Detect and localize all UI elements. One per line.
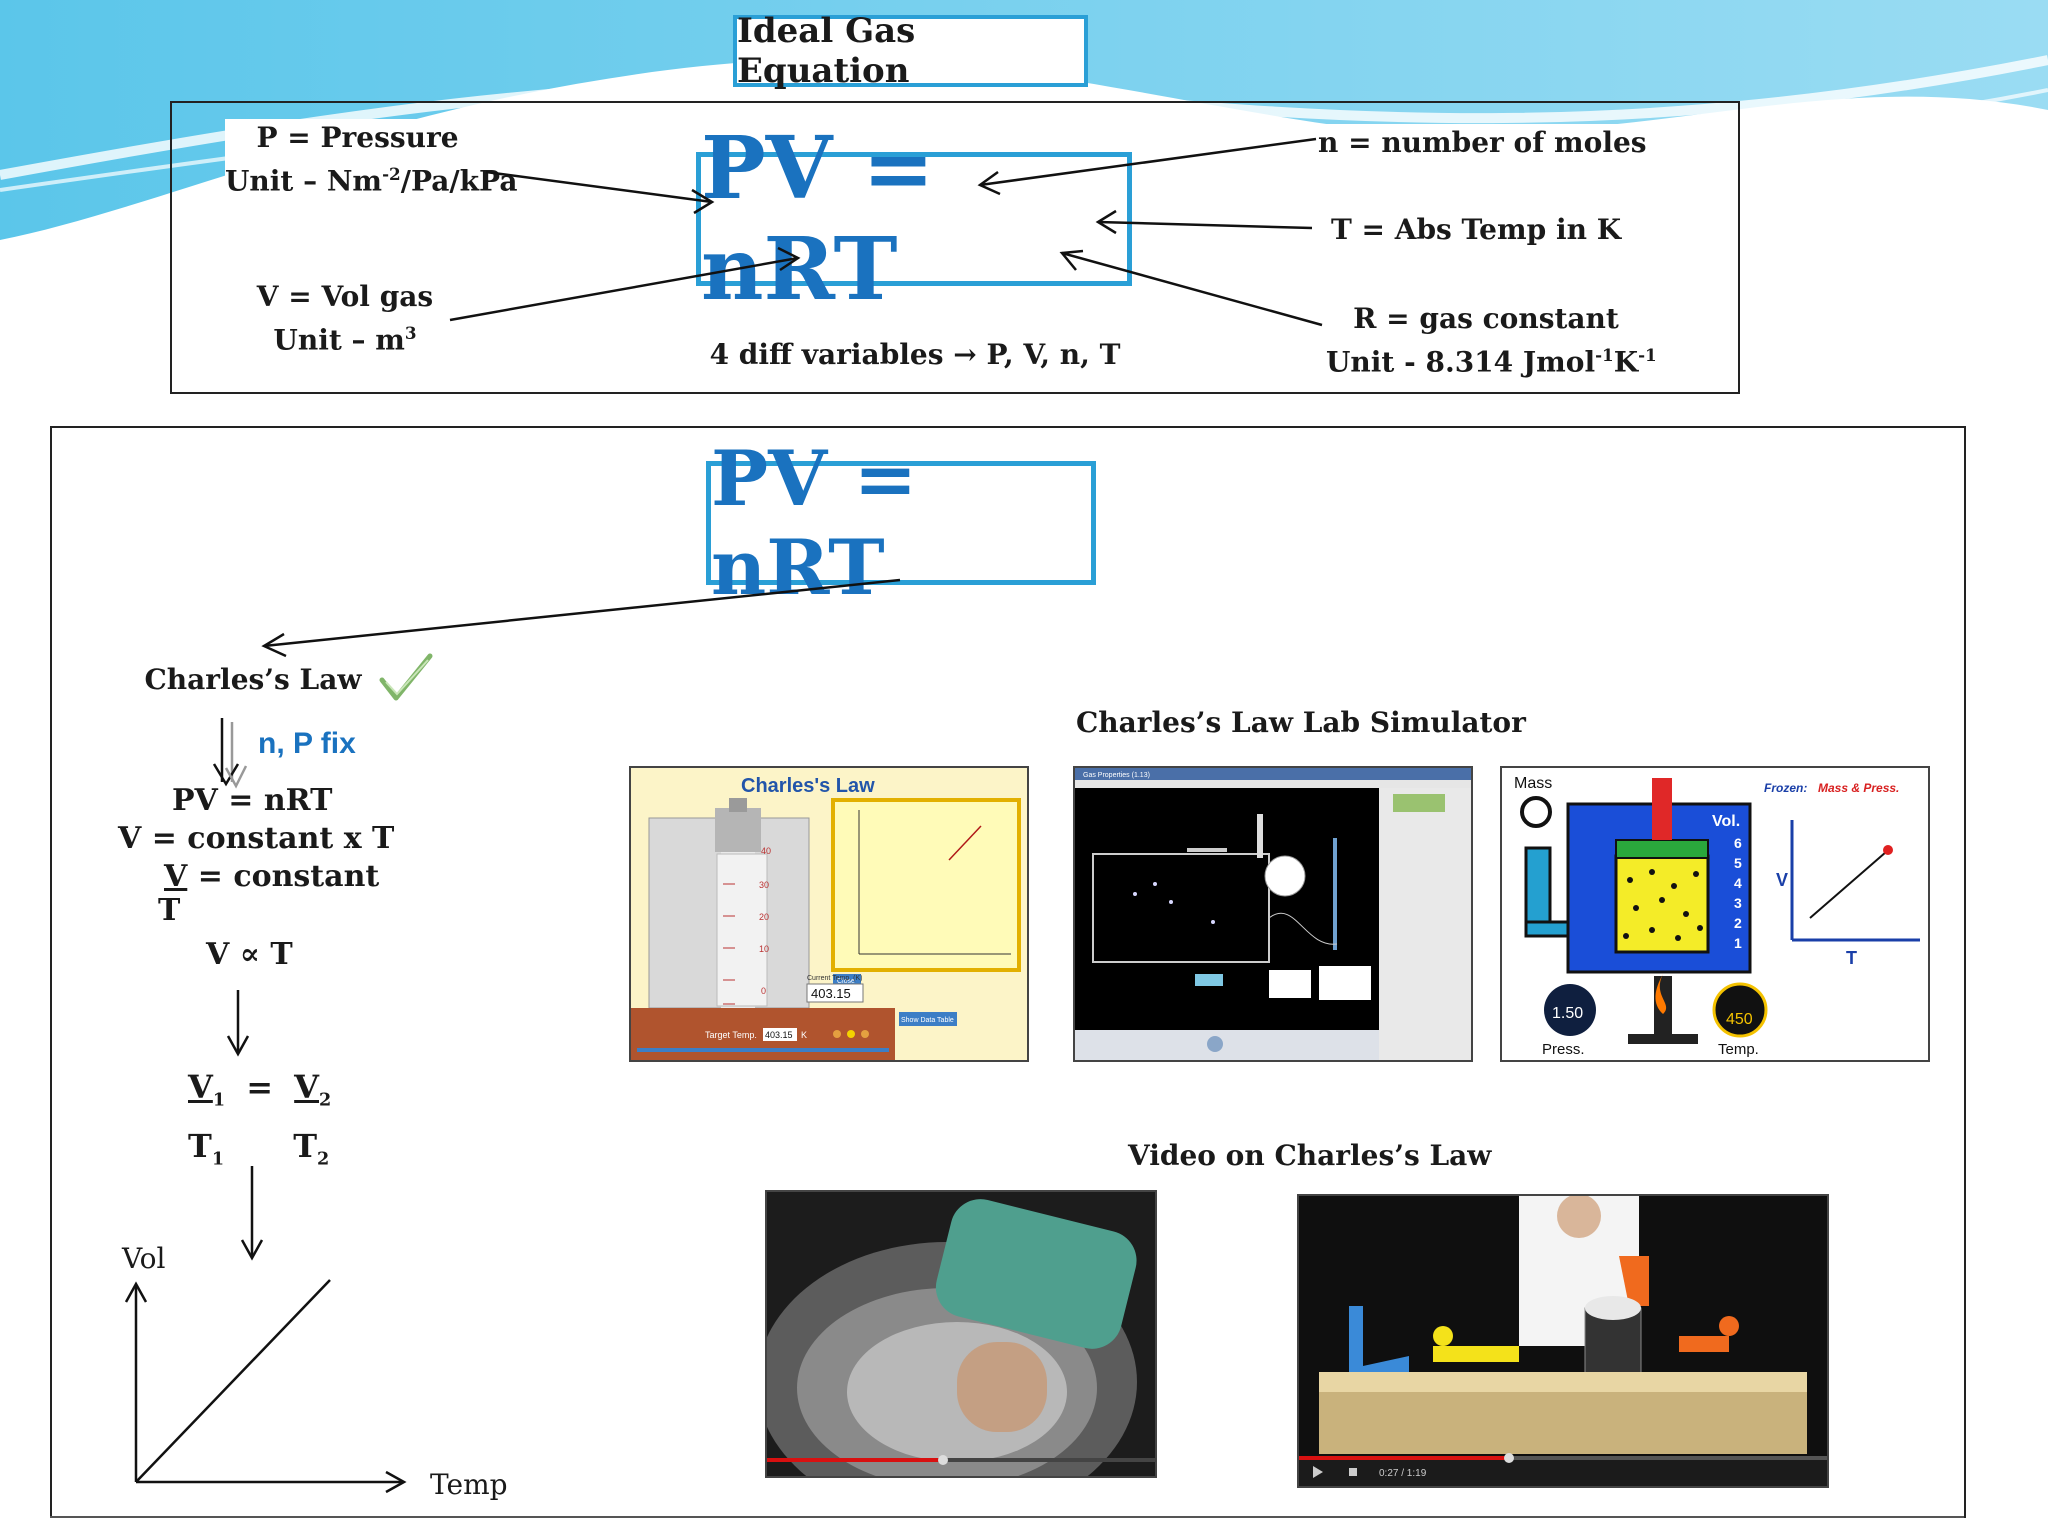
step-v-over-t: V = constant [164, 859, 380, 894]
slide-title: Ideal Gas Equation [733, 11, 1088, 91]
video-heading: Video on Charles’s Law [1128, 1128, 1491, 1184]
thumb1-title: Charles's Law [741, 775, 875, 797]
thumb1-show-data-table: Show Data Table [901, 1017, 954, 1024]
thumb2-window-title: Gas Properties (1.13) [1083, 772, 1150, 779]
graph-x-label: Temp [430, 1468, 508, 1501]
thumb3-scale-5: 5 [1734, 855, 1742, 871]
video2-time: 0:27 / 1:19 [1379, 1468, 1427, 1479]
gas-constant-label: R = gas constant Unit - 8.314 Jmol-1K-1 [1326, 300, 1657, 379]
thumb3-mass: Mass [1514, 775, 1552, 792]
thumb3-frozen: Frozen: [1764, 781, 1807, 795]
thumb3-temp-value: 450 [1726, 1011, 1753, 1028]
thumb1-scale-30: 30 [759, 880, 769, 890]
thumb3-scale-6: 6 [1734, 835, 1742, 851]
thumb3-scale-3: 3 [1734, 895, 1742, 911]
charles-law-label: Charles’s Law [136, 650, 370, 710]
thumb3-v: V [1776, 870, 1788, 890]
variables-label: 4 diff variables → P, V, n, T [690, 326, 1140, 380]
thumb1-scale-10: 10 [759, 944, 769, 954]
thumb3-temp: Temp. [1718, 1041, 1759, 1058]
step-v-constant-t: V = constant x T [118, 821, 395, 856]
thumb1-current-temp: 403.15 [811, 986, 851, 1001]
thumb1-scale-20: 20 [759, 912, 769, 922]
thumb1-close: Close [837, 978, 855, 985]
moles-label: n = number of moles [1318, 124, 1658, 164]
derivation-steps: PV = nRT V = constant x T V = constant T… [82, 782, 404, 998]
video-thumbnail-soap[interactable] [765, 1190, 1157, 1478]
gas-constant-unit: Unit - 8.314 Jmol-1K-1 [1326, 345, 1657, 379]
thumb3-scale-2: 2 [1734, 915, 1742, 931]
step-pv-nrt: PV = nRT [172, 783, 333, 818]
bottom-panel-frame [50, 426, 1966, 1518]
thumb3-vol: Vol. [1712, 813, 1740, 830]
thumb1-current-temp-label: Current Temp. (K) [807, 975, 863, 982]
pressure-text: P = Pressure [256, 121, 459, 154]
thumb1-target-label: Target Temp. [705, 1030, 757, 1040]
main-equation: PV = nRT [701, 118, 935, 320]
ratio-equation: V1 = V2 T1 T2 [172, 1064, 332, 1176]
thumb1-target-unit: K [801, 1030, 807, 1040]
pressure-unit: Unit – Nm-2/Pa/kPa [225, 164, 518, 198]
gas-properties-simulation-thumbnail[interactable]: Gas Properties (1.13) [1073, 766, 1473, 1062]
bottom-rule [50, 1516, 1964, 1518]
vol-temp-graph [124, 1279, 407, 1494]
thumb3-press: Press. [1542, 1041, 1585, 1058]
volume-text: V = Vol gas [256, 280, 434, 313]
gas-constant-text: R = gas constant [1353, 302, 1619, 335]
step-proportional: V ∝ T [206, 937, 293, 972]
charles-apparatus-thumbnail[interactable]: Mass Frozen: Mass & Press. Vol. 6 5 4 3 … [1500, 766, 1930, 1062]
temperature-label: T = Abs Temp in K [1316, 203, 1636, 257]
thumb3-press-value: 1.50 [1552, 1005, 1583, 1022]
top-panel-frame [170, 101, 1740, 394]
thumb3-scale-4: 4 [1734, 875, 1742, 891]
graph-y-label: Vol [122, 1242, 166, 1275]
volume-label: V = Vol gas Unit – m3 [238, 272, 452, 358]
fixed-variables-label: n, P fix [258, 727, 356, 760]
check-icon [379, 653, 433, 701]
thumb3-scale-1: 1 [1734, 935, 1742, 951]
volume-unit: Unit – m3 [273, 323, 417, 357]
video-thumbnail-balloons[interactable]: 0:27 / 1:19 [1297, 1194, 1829, 1488]
top-arrows [449, 137, 1323, 327]
step-t-denominator: T [158, 893, 181, 928]
thumb3-t: T [1846, 948, 1857, 968]
ratio-denominator: T1 T2 [188, 1127, 330, 1170]
thumb1-target-value: 403.15 [765, 1030, 793, 1040]
simulator-heading: Charles’s Law Lab Simulator [1076, 696, 1526, 750]
thumb1-scale-0: 0 [761, 986, 766, 996]
ratio-numerator: V1 = V2 [188, 1068, 332, 1111]
charles-law-simulation-thumbnail[interactable]: Charles's Law 40 30 20 10 0 Close Curren… [629, 766, 1029, 1062]
thumb3-frozen-vars: Mass & Press. [1818, 781, 1899, 795]
thumb1-scale-40: 40 [761, 846, 771, 856]
pressure-label: P = Pressure Unit – Nm-2/Pa/kPa [225, 119, 517, 197]
